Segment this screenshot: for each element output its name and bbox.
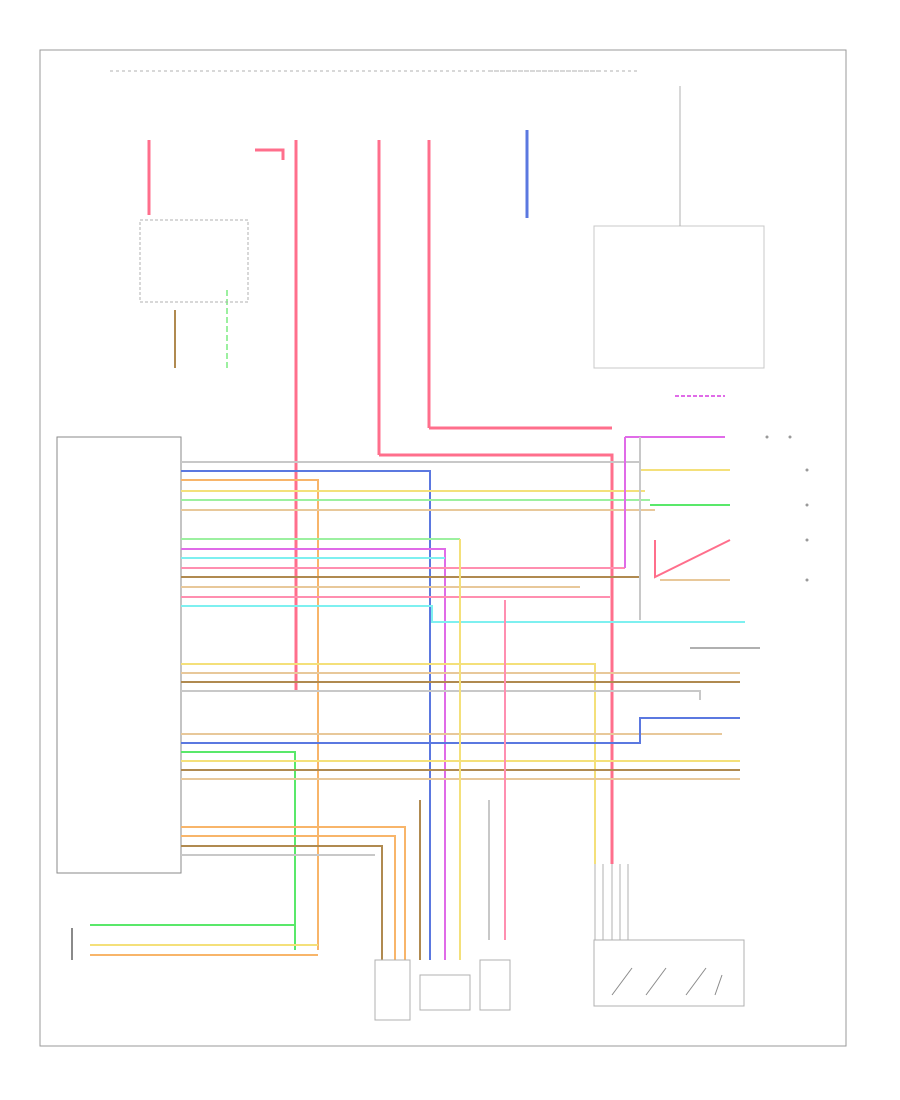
bottom-connector-mid bbox=[419, 974, 471, 1011]
transfer-case-wires bbox=[71, 924, 318, 960]
bottom-switch-box bbox=[593, 939, 745, 1007]
diagram-border bbox=[39, 49, 847, 1047]
module-harness-rows bbox=[181, 461, 745, 950]
red-feed-wires bbox=[147, 140, 614, 864]
upper-left-cluster-wires bbox=[174, 290, 228, 368]
bottom-switch-contacts bbox=[611, 967, 723, 996]
right-switch-box bbox=[593, 225, 765, 369]
right-output-wires bbox=[624, 395, 760, 649]
bottom-connector-brake bbox=[479, 959, 511, 1011]
bottom-vertical-wires bbox=[594, 864, 629, 940]
control-module-box bbox=[56, 436, 182, 874]
instrument-cluster-box bbox=[139, 219, 249, 303]
bottom-bundle bbox=[419, 539, 506, 960]
bottom-connector-left bbox=[374, 959, 411, 1021]
connector-ticks bbox=[765, 435, 809, 582]
